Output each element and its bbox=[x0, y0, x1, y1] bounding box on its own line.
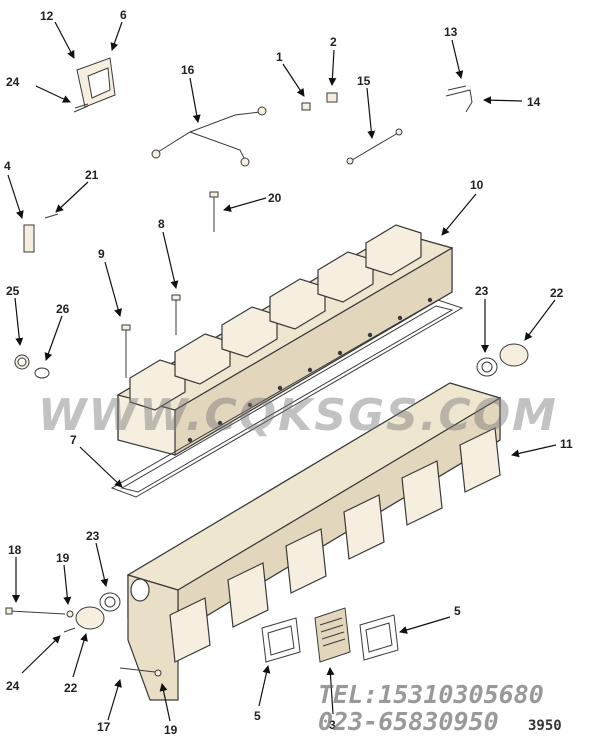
callout-13: 13 bbox=[444, 25, 458, 39]
small-parts bbox=[5, 57, 529, 677]
callout-24: 24 bbox=[6, 679, 20, 693]
port-gaskets bbox=[261, 614, 399, 663]
callout-3: 3 bbox=[329, 718, 336, 732]
callout-22: 22 bbox=[64, 681, 78, 695]
callout-12: 12 bbox=[40, 9, 54, 23]
callout-23: 23 bbox=[86, 529, 100, 543]
callout-1: 1 bbox=[276, 50, 283, 64]
callout-7: 7 bbox=[70, 433, 77, 447]
contact-tel: TEL:15310305680 bbox=[318, 680, 544, 709]
callout-17: 17 bbox=[97, 720, 111, 734]
callout-24: 24 bbox=[6, 75, 20, 89]
callout-10: 10 bbox=[470, 178, 484, 192]
port-cover bbox=[314, 607, 351, 663]
callout-5: 5 bbox=[254, 709, 261, 723]
callout-2: 2 bbox=[330, 35, 337, 49]
callout-6: 6 bbox=[120, 8, 127, 22]
callout-19: 19 bbox=[56, 551, 70, 565]
watermark-url: WWW.CQKSGS.COM bbox=[38, 390, 558, 441]
callout-8: 8 bbox=[158, 217, 165, 231]
callout-14: 14 bbox=[527, 95, 541, 109]
leader-lines bbox=[7, 21, 557, 722]
callout-21: 21 bbox=[85, 168, 99, 182]
gasket bbox=[110, 299, 464, 498]
callout-5: 5 bbox=[454, 604, 461, 618]
callout-4: 4 bbox=[4, 159, 11, 173]
callout-19: 19 bbox=[164, 723, 178, 737]
callout-labels: 12 6 24 4 21 16 1 2 15 13 14 20 10 9 8 2… bbox=[4, 8, 573, 737]
callout-23: 23 bbox=[475, 284, 489, 298]
upper-manifold-housing bbox=[116, 224, 454, 457]
callout-9: 9 bbox=[98, 247, 105, 261]
callout-18: 18 bbox=[8, 543, 22, 557]
drawing-code: 3950 bbox=[528, 718, 562, 734]
lower-exhaust-manifold bbox=[126, 382, 502, 701]
callout-25: 25 bbox=[6, 284, 20, 298]
callout-22: 22 bbox=[550, 286, 564, 300]
callout-16: 16 bbox=[181, 63, 195, 77]
callout-11: 11 bbox=[560, 437, 573, 451]
callout-26: 26 bbox=[56, 302, 70, 316]
callout-15: 15 bbox=[357, 74, 371, 88]
callout-20: 20 bbox=[268, 191, 282, 205]
contact-phone: 023-65830950 bbox=[318, 707, 499, 736]
